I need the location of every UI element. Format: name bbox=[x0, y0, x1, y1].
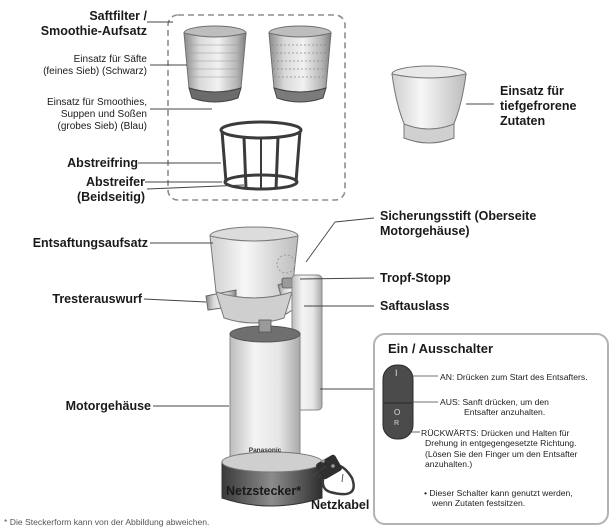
label-saftfilter: Saftfilter / Smoothie-Aufsatz bbox=[41, 9, 147, 39]
label-sicherungsstift: Sicherungsstift (Oberseite Motorgehäuse) bbox=[380, 209, 536, 239]
label-einsatz-tiefgefroren: Einsatz für tiefgefrorene Zutaten bbox=[500, 84, 576, 128]
switch-symbol-on: I bbox=[395, 368, 398, 378]
label-saftfilter-line1: Saftfilter / bbox=[89, 9, 147, 23]
footnote: * Die Steckerform kann von der Abbildung… bbox=[4, 517, 210, 527]
switch-symbol-reverse: R bbox=[394, 420, 400, 427]
label-abstreifer: Abstreifer (Beidseitig) bbox=[77, 175, 145, 205]
brand-logo: Panasonic bbox=[249, 447, 282, 454]
label-netzkabel: Netzkabel bbox=[311, 498, 370, 512]
label-einsatz-tiefgefroren-line2: tiefgefrorene bbox=[500, 98, 577, 113]
label-netzstecker: Netzstecker* bbox=[226, 484, 302, 498]
label-tropf-stopp: Tropf-Stopp bbox=[380, 271, 451, 285]
label-einsatz-smoothies: Einsatz für Smoothies, Suppen und Soßen … bbox=[47, 97, 147, 132]
wiper-ring-image bbox=[219, 120, 303, 191]
switch-on-text: AN: Drücken zum Start des Entsafters. bbox=[440, 372, 588, 382]
switch-note-line2: wenn Zutaten festsitzen. bbox=[432, 498, 526, 509]
switch-leaders bbox=[409, 375, 438, 433]
label-einsatz-tiefgefroren-line1: Einsatz für bbox=[500, 84, 564, 98]
switch-panel-title: Ein / Ausschalter bbox=[388, 341, 493, 356]
switch-off-text-line2: Entsafter anzuhalten. bbox=[464, 407, 546, 418]
label-saftauslass: Saftauslass bbox=[380, 299, 450, 313]
power-plug-image bbox=[316, 454, 342, 480]
switch-note-line1: • Dieser Schalter kann genutzt werden, bbox=[424, 488, 573, 498]
label-einsatz-smoothies-line3: (grobes Sieb) (Blau) bbox=[57, 120, 147, 132]
label-einsatz-smoothies-line2: Suppen und Soßen bbox=[60, 108, 147, 120]
juicing-attachment-image bbox=[205, 226, 303, 324]
switch-reverse-text-line2: Drehung in entgegengesetzte Richtung. bbox=[425, 438, 577, 449]
label-einsatz-tiefgefroren-line3: Zutaten bbox=[500, 113, 546, 128]
label-motorgehaeuse: Motorgehäuse bbox=[65, 399, 151, 413]
label-sicherungsstift-line1: Sicherungsstift (Oberseite bbox=[380, 209, 537, 223]
label-einsatz-saefte-line2: (feines Sieb) (Schwarz) bbox=[43, 65, 147, 77]
label-einsatz-saefte: Einsatz für Säfte (feines Sieb) (Schwarz… bbox=[43, 54, 147, 78]
switch-symbol-off: O bbox=[394, 408, 401, 417]
label-tresterauswurf: Tresterauswurf bbox=[52, 292, 142, 306]
switch-note: • Dieser Schalter kann genutzt werden, w… bbox=[424, 488, 573, 509]
motor-body-image: Panasonic bbox=[221, 274, 323, 507]
label-saftfilter-line2: Smoothie-Aufsatz bbox=[40, 23, 147, 38]
label-einsatz-saefte-line1: Einsatz für Säfte bbox=[73, 54, 147, 65]
label-abstreifring: Abstreifring bbox=[67, 156, 138, 170]
label-einsatz-smoothies-line1: Einsatz für Smoothies, bbox=[46, 97, 147, 108]
switch-reverse-text-line1: RÜCKWÄRTS: Drücken und Halten für bbox=[421, 428, 570, 438]
switch-off-text: AUS: Sanft drücken, um den Entsafter anz… bbox=[440, 397, 549, 418]
switch-off-text-line1: AUS: Sanft drücken, um den bbox=[440, 397, 549, 407]
label-entsaftungsaufsatz: Entsaftungsaufsatz bbox=[32, 236, 148, 250]
fine-sieve-image bbox=[183, 25, 247, 103]
frozen-insert-image bbox=[391, 65, 467, 144]
label-sicherungsstift-line2: Motorgehäuse) bbox=[380, 223, 470, 238]
switch-reverse-text-line3: (Lösen Sie den Finger um den Entsafter bbox=[425, 448, 578, 459]
switch-reverse-text-line4: anzuhalten.) bbox=[425, 459, 473, 470]
label-abstreifer-line2: (Beidseitig) bbox=[76, 189, 145, 204]
filter-group-box bbox=[167, 14, 346, 201]
switch-reverse-text: RÜCKWÄRTS: Drücken und Halten für Drehun… bbox=[421, 428, 577, 470]
coarse-sieve-image bbox=[268, 25, 332, 103]
leader-lines bbox=[138, 21, 494, 483]
label-abstreifer-line1: Abstreifer bbox=[85, 175, 145, 189]
